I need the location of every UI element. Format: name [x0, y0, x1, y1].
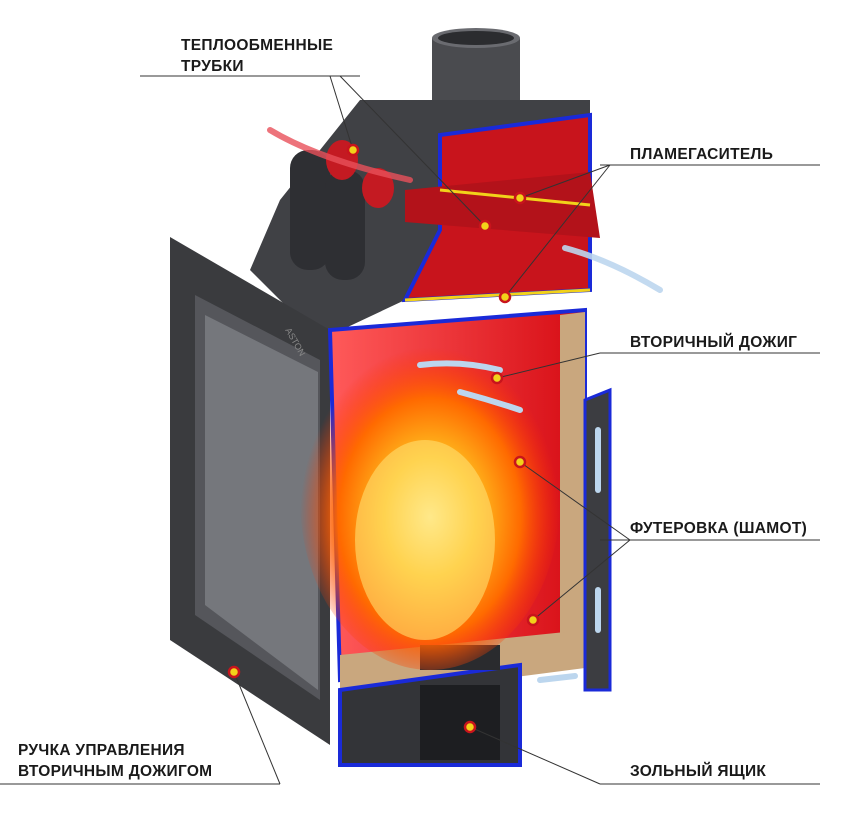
airflow-arrows — [267, 127, 663, 683]
marker-dots — [227, 143, 540, 734]
heat-exchange-tubes — [290, 140, 394, 280]
side-air-channel — [583, 387, 612, 692]
leader-lines — [0, 75, 820, 785]
label-lining: ФУТЕРОВКА (ШАМОТ) — [630, 520, 808, 537]
label-flame-damper: ПЛАМЕГАСИТЕЛЬ — [630, 146, 774, 163]
label-heat-tubes-line2: ТРУБКИ — [181, 58, 244, 75]
label-heat-tubes-line1: ТЕПЛООБМЕННЫЕ — [181, 37, 334, 54]
label-control-handle-line2: ВТОРИЧНЫМ ДОЖИГОМ — [18, 763, 213, 780]
label-control-handle: РУЧКА УПРАВЛЕНИЯ ВТОРИЧНЫМ ДОЖИГОМ — [18, 740, 212, 782]
label-ash-box: ЗОЛЬНЫЙ ЯЩИК — [630, 763, 767, 780]
label-heat-tubes: ТЕПЛООБМЕННЫЕ ТРУБКИ — [181, 35, 333, 77]
label-secondary-burn: ВТОРИЧНЫЙ ДОЖИГ — [630, 334, 798, 351]
chamotte-lining-back — [560, 312, 585, 655]
ash-box-body — [338, 645, 522, 767]
glass — [205, 315, 318, 690]
flame-damper-plate — [405, 172, 600, 238]
label-control-handle-line1: РУЧКА УПРАВЛЕНИЯ — [18, 742, 185, 759]
